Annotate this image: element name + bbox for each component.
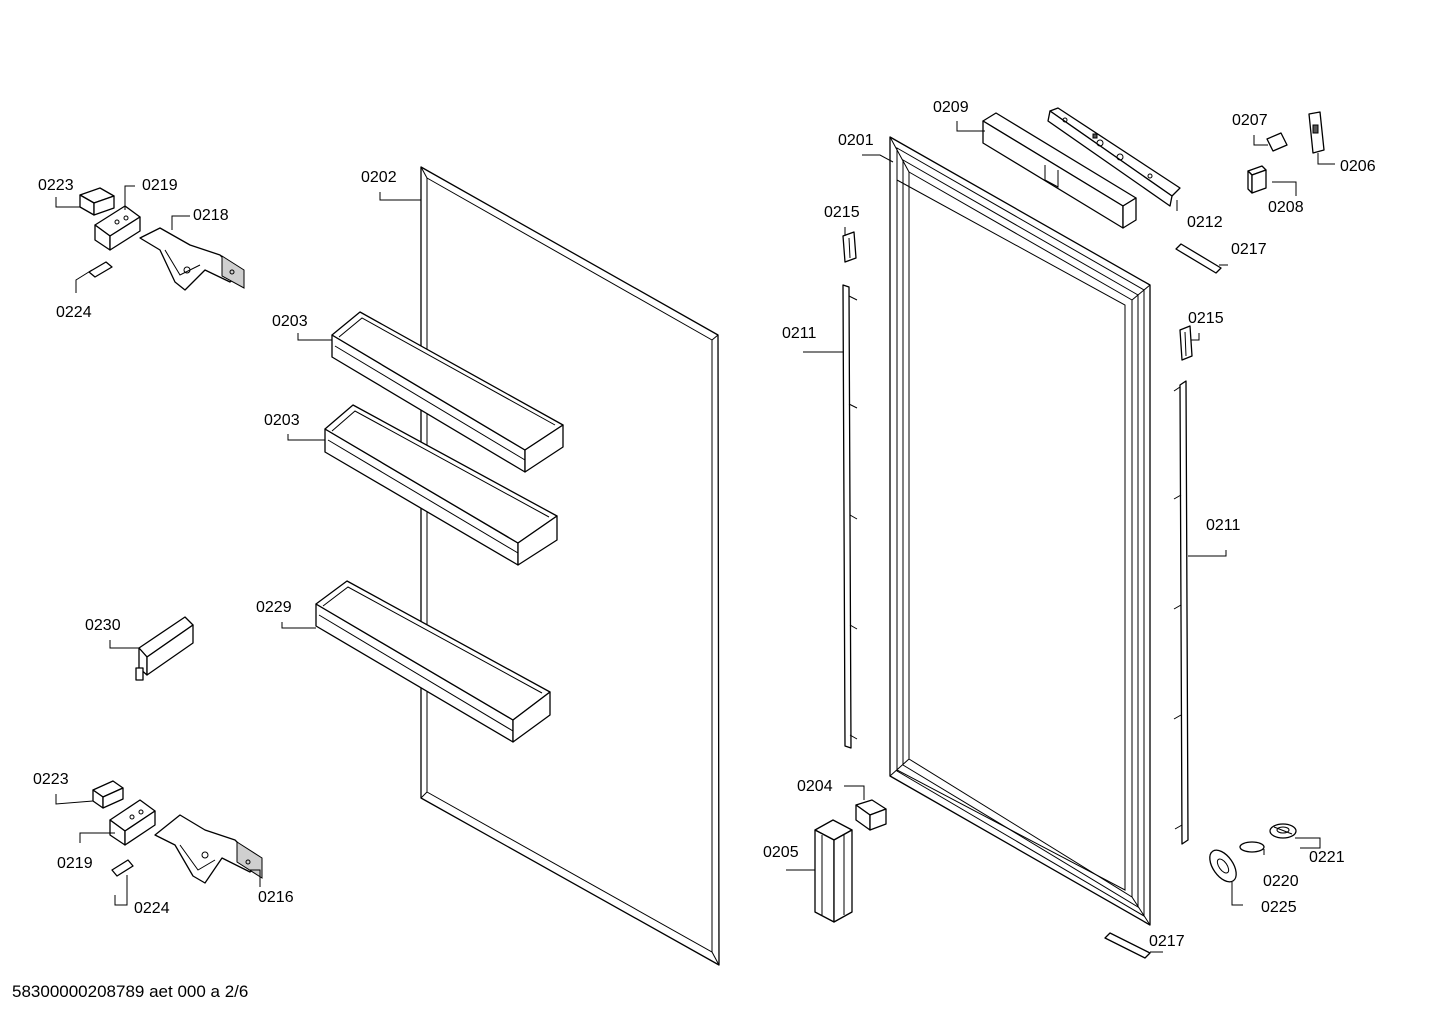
part-0217-top	[1175, 243, 1222, 274]
part-0205	[814, 819, 853, 923]
door-shelf-0203-middle	[324, 404, 558, 566]
part-0221	[1269, 823, 1297, 839]
document-id: 58300000208789 aet 000 a 2/6	[12, 982, 248, 1001]
label-0223-top: 0223	[38, 177, 74, 194]
label-0221: 0221	[1309, 849, 1345, 866]
pad-0224-bottom	[111, 859, 134, 877]
hinge-group-bottom-left	[92, 780, 263, 884]
hinge-0218	[139, 227, 241, 291]
label-0229: 0229	[256, 599, 292, 616]
label-0219-top: 0219	[142, 177, 178, 194]
label-0203-a: 0203	[272, 313, 308, 330]
label-0216: 0216	[258, 889, 294, 906]
door-shelf-0203-top	[331, 311, 564, 473]
part-labels: 0223 0219 0218 0224 0202 0203 0203 0229 …	[33, 99, 1376, 950]
leader-lines	[55, 121, 1335, 953]
part-0207	[1266, 132, 1288, 152]
label-0206: 0206	[1340, 158, 1376, 175]
label-0217-bottom: 0217	[1149, 933, 1185, 950]
pad-0224-top	[88, 261, 113, 278]
label-0202: 0202	[361, 169, 397, 186]
label-0220: 0220	[1263, 873, 1299, 890]
door-frame-0201	[889, 136, 1151, 926]
clip-0215-right	[1179, 325, 1193, 361]
rail-0211-right	[1173, 380, 1189, 845]
door-panel-0202	[420, 166, 720, 966]
part-0225	[1209, 849, 1237, 883]
label-0203-b: 0203	[264, 412, 300, 429]
label-0224-top: 0224	[56, 304, 92, 321]
rail-0211-left	[842, 284, 858, 749]
part-0208	[1247, 165, 1267, 194]
label-0209: 0209	[933, 99, 969, 116]
part-0209	[982, 112, 1137, 229]
label-0215-right: 0215	[1188, 310, 1224, 327]
part-0217-bottom	[1104, 932, 1151, 959]
label-0224-bottom: 0224	[134, 900, 170, 917]
label-0230: 0230	[85, 617, 121, 634]
door-shelf-0229	[315, 580, 551, 743]
label-0223-bottom: 0223	[33, 771, 69, 788]
hinge-group-top-left	[79, 187, 245, 291]
label-0204: 0204	[797, 778, 833, 795]
part-0212	[1047, 107, 1181, 207]
label-0212: 0212	[1187, 214, 1223, 231]
part-0230	[135, 616, 194, 681]
part-0206	[1308, 111, 1325, 154]
label-0218: 0218	[193, 207, 229, 224]
label-0205: 0205	[763, 844, 799, 861]
hinge-0216	[154, 814, 261, 884]
label-0201: 0201	[838, 132, 874, 149]
clip-0215-left	[842, 231, 857, 263]
label-0225: 0225	[1261, 899, 1297, 916]
label-0207: 0207	[1232, 112, 1268, 129]
label-0211-left: 0211	[782, 325, 817, 342]
label-0211-right: 0211	[1206, 517, 1241, 534]
label-0217-top: 0217	[1231, 241, 1267, 258]
part-0204	[855, 799, 887, 831]
part-0220	[1239, 841, 1265, 853]
label-0215-left: 0215	[824, 204, 860, 221]
label-0219-bottom: 0219	[57, 855, 93, 872]
label-0208: 0208	[1268, 199, 1304, 216]
